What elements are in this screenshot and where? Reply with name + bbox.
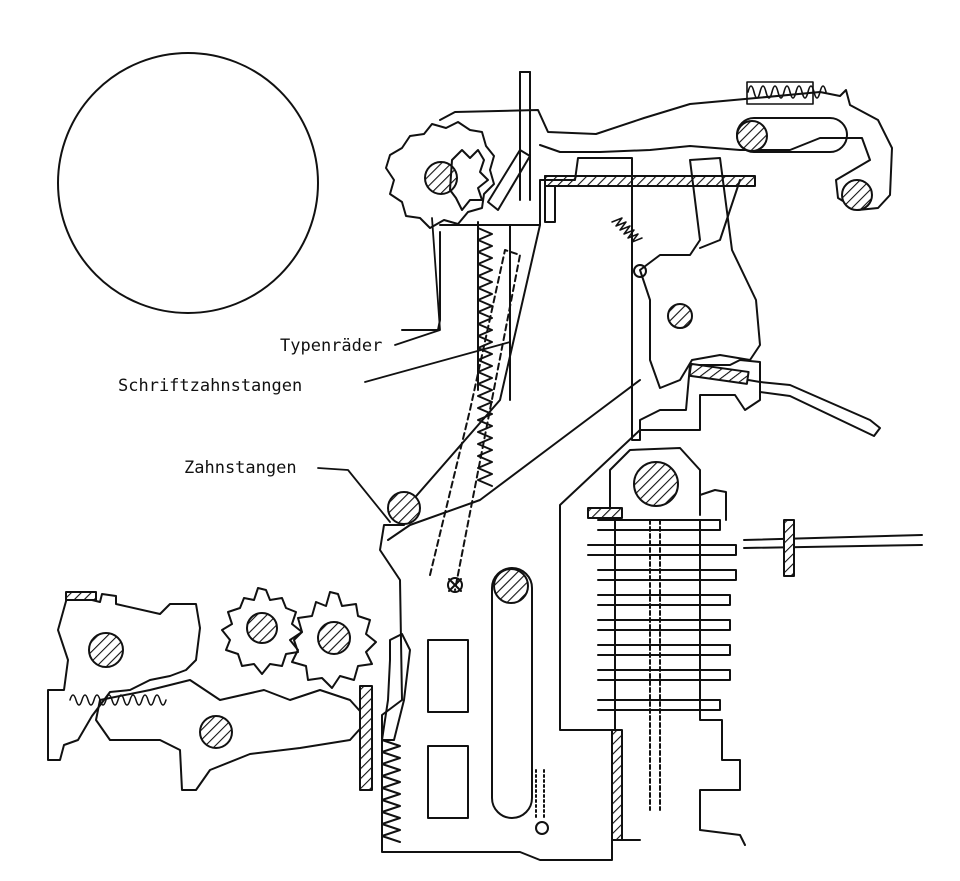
hook-pivot — [667, 303, 693, 329]
main-frame — [379, 157, 761, 861]
leader-typenraeder — [394, 217, 441, 346]
typewheel-hub — [424, 161, 458, 195]
spring-bottom — [535, 769, 545, 821]
gear-left — [221, 587, 303, 675]
window-1 — [427, 639, 469, 713]
gear-left-hub — [246, 612, 278, 644]
pivot-far-right — [841, 179, 873, 211]
label-typenraeder: Typenräder — [280, 336, 383, 356]
spring-mid — [611, 217, 643, 243]
display-circle — [57, 52, 319, 314]
comb-assembly — [609, 447, 746, 846]
comb-cap — [587, 507, 623, 519]
left-lever-assembly — [47, 591, 373, 791]
pawl — [381, 633, 411, 741]
zahnstange-rack — [381, 739, 401, 843]
right-hook-lever — [639, 157, 761, 389]
pivot-top-right — [736, 120, 768, 152]
center-pivot — [493, 568, 529, 604]
leader-schriftzahnstangen — [364, 341, 511, 383]
comb-teeth — [587, 519, 737, 811]
window-2 — [427, 745, 469, 819]
dashed-lever — [429, 249, 521, 591]
small-pivot — [447, 577, 463, 593]
right-arm — [689, 369, 881, 437]
typewheel — [385, 121, 495, 229]
spring-left — [69, 694, 167, 706]
left-pivot — [88, 632, 124, 668]
schriftzahnstange-rack — [477, 221, 493, 487]
spring-top — [746, 81, 827, 105]
gear-right — [289, 591, 377, 689]
lower-left-pivot — [199, 715, 233, 749]
leader-lines — [317, 217, 511, 523]
pivot-zahnstangen — [387, 491, 421, 525]
comb-pivot — [633, 461, 679, 507]
gear-right-hub — [317, 621, 351, 655]
small-gear — [449, 149, 489, 211]
slanted-link — [487, 149, 531, 211]
center-slot — [491, 567, 533, 819]
right-rod — [743, 519, 923, 577]
label-zahnstangen: Zahnstangen — [184, 458, 297, 478]
leader-zahnstangen — [317, 467, 391, 523]
label-schriftzahnstangen: Schriftzahnstangen — [118, 376, 303, 396]
